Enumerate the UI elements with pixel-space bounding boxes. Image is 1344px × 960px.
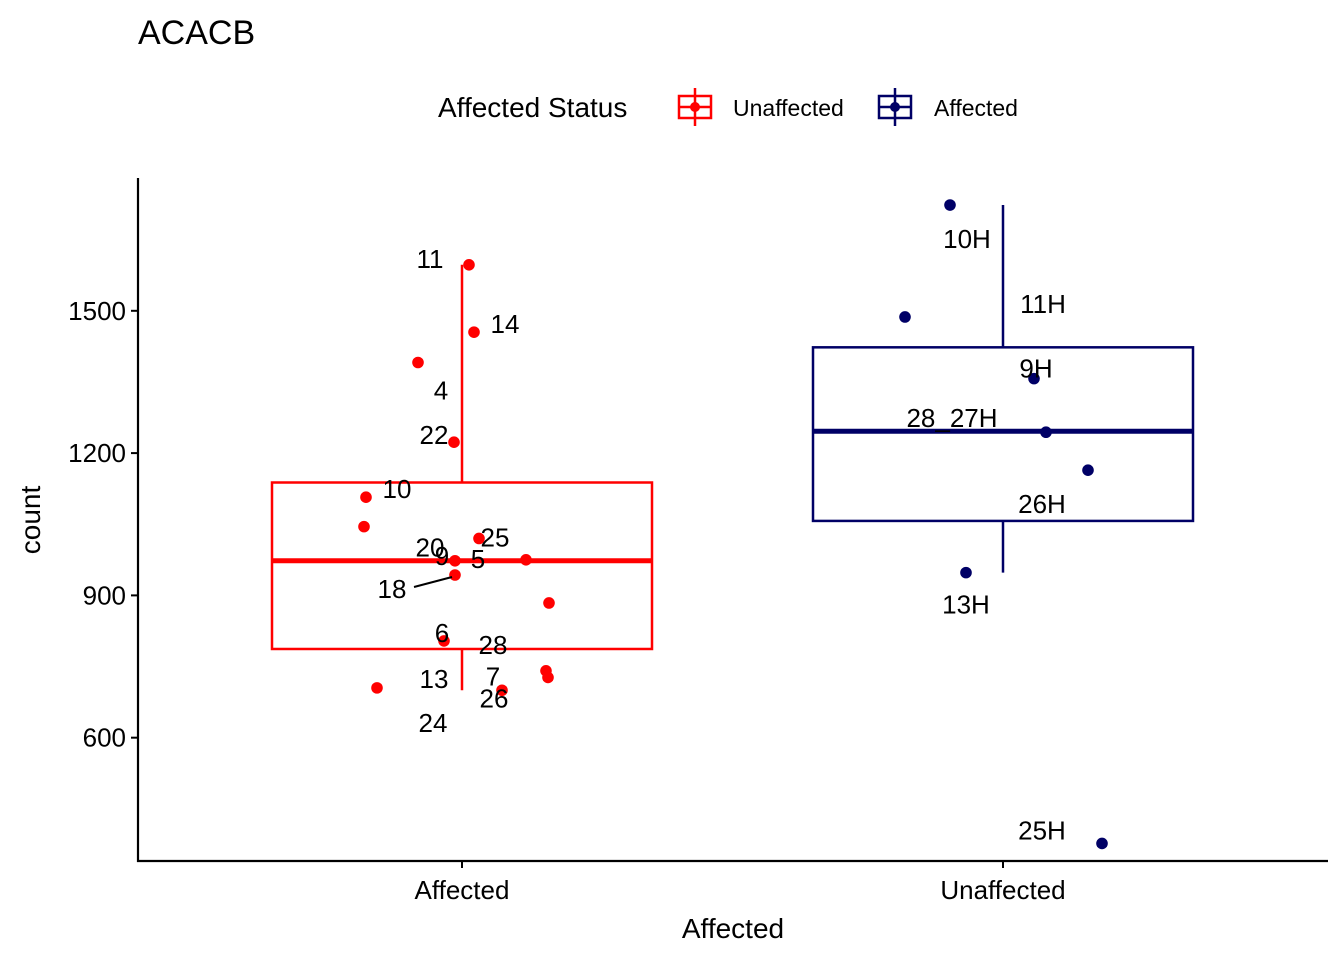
point-label-28-27h: 28_27H <box>906 403 997 433</box>
point-label-7: 7 <box>486 661 500 691</box>
y-tick-label: 1500 <box>68 296 126 326</box>
point-label-28: 28 <box>479 630 508 660</box>
y-axis-title: count <box>15 486 46 555</box>
point-label-20: 20 <box>416 533 445 563</box>
point-label-9h: 9H <box>1019 354 1052 384</box>
point-25h <box>1096 837 1108 850</box>
point-10 <box>360 491 372 504</box>
y-tick-label: 1200 <box>68 438 126 468</box>
point-14 <box>468 326 480 338</box>
point-label-11: 11 <box>417 244 444 274</box>
point-label-13h: 13H <box>942 590 990 620</box>
point-26h <box>1082 464 1094 476</box>
point-label-25: 25 <box>481 522 510 552</box>
point-6 <box>438 635 450 647</box>
point-label-10: 10 <box>383 474 412 504</box>
point-13h <box>960 566 972 579</box>
y-tick-label: 900 <box>83 580 126 610</box>
legend-label-unaffected: Unaffected <box>733 95 844 121</box>
point-label-26h: 26H <box>1018 489 1066 519</box>
point-24 <box>371 682 383 694</box>
box-iqr <box>811 346 1195 523</box>
point-10h <box>944 199 956 211</box>
point-7 <box>542 671 554 684</box>
x-tick-label: Unaffected <box>940 875 1065 905</box>
point-label-18: 18 <box>378 574 407 604</box>
point-5 <box>449 554 461 567</box>
legend-label-affected: Affected <box>934 95 1018 121</box>
point-label-25h: 25H <box>1018 815 1066 845</box>
box-iqr <box>270 481 654 651</box>
point-label-9: 9 <box>435 541 449 571</box>
box-affected <box>270 264 654 691</box>
point-label-10h: 10H <box>943 224 991 254</box>
point-4 <box>412 356 424 369</box>
point-label-11h: 11H <box>1020 289 1066 319</box>
y-tick-label: 600 <box>83 723 126 753</box>
point-25 <box>473 532 485 545</box>
point-20 <box>358 520 370 533</box>
point-label-4: 4 <box>434 376 448 406</box>
point-label-13: 13 <box>420 664 449 694</box>
label-leader <box>413 576 453 588</box>
legend-key-affected <box>877 88 913 126</box>
point-28-27h <box>1040 426 1052 439</box>
point-label-5: 5 <box>471 544 485 574</box>
point-9 <box>520 554 532 566</box>
legend: Affected Status Unaffected Affected <box>438 88 1018 126</box>
boxes <box>270 205 1195 691</box>
chart-title: ACACB <box>138 14 255 52</box>
point-9h <box>1028 372 1040 385</box>
point-26 <box>496 684 508 697</box>
legend-key-unaffected <box>677 88 713 126</box>
point-label-24: 24 <box>419 708 448 738</box>
x-tick-label: Affected <box>415 875 510 905</box>
point-11 <box>463 258 475 271</box>
point-28 <box>543 597 555 609</box>
legend-title: Affected Status <box>438 92 627 123</box>
point-18 <box>449 569 461 581</box>
point-11h <box>899 311 911 323</box>
point-22 <box>448 436 460 448</box>
x-axis-title: Affected <box>682 913 784 944</box>
point-label-26: 26 <box>480 683 509 713</box>
point-label-22: 22 <box>420 420 449 450</box>
point-label-6: 6 <box>435 618 449 648</box>
point-label-14: 14 <box>491 309 520 339</box>
box-unaffected <box>811 205 1195 573</box>
